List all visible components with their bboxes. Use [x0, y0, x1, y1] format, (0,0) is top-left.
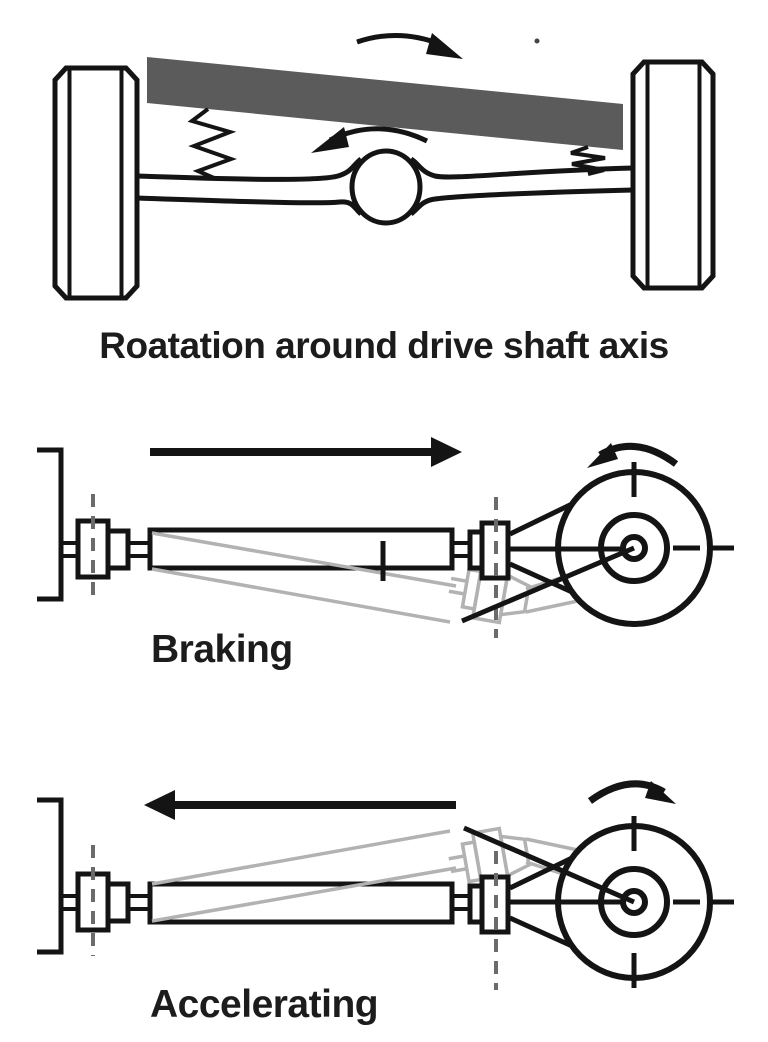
wheel-inner-ring — [598, 866, 670, 938]
differential — [349, 148, 423, 226]
axle-cone — [508, 855, 626, 949]
front-stub-shaft — [61, 894, 78, 911]
figure-braking — [37, 437, 734, 638]
rearward-thrust-arrow-icon — [144, 790, 456, 820]
u-joint-rear — [452, 874, 511, 935]
caption-braking: Braking — [151, 628, 293, 671]
axle-housing — [136, 156, 634, 216]
counterclockwise-wheel-rotation-arrow-icon — [587, 442, 679, 468]
transmission-bracket — [37, 447, 64, 602]
ink-dot-artifact — [534, 38, 540, 44]
transmission-bracket — [37, 797, 64, 955]
counterclockwise-rotation-arrow-icon — [311, 126, 429, 153]
wheel-hub — [620, 888, 648, 916]
forward-thrust-arrow-icon — [150, 437, 462, 467]
torque-reaction-line — [461, 545, 635, 624]
ghost-drive-shaft — [151, 829, 457, 923]
spring-right — [570, 145, 606, 176]
caption-accelerating: Accelerating — [150, 983, 379, 1026]
wheel-hub — [620, 534, 648, 562]
left-wheel — [52, 65, 140, 301]
clockwise-rotation-arrow-icon — [356, 33, 463, 59]
figure-accelerating — [37, 780, 734, 990]
torque-reaction-line — [463, 825, 635, 905]
wheel-crosshair — [631, 462, 734, 551]
drive-shaft — [147, 527, 455, 571]
spring-left — [187, 107, 237, 180]
vehicle-body-bar — [147, 57, 623, 150]
u-joint-front — [75, 518, 150, 580]
clockwise-wheel-rotation-arrow-icon — [587, 780, 676, 804]
axle-cone — [508, 501, 626, 595]
right-wheel — [630, 59, 716, 291]
caption-rotation: Roatation around drive shaft axis — [99, 325, 669, 366]
front-stub-shaft — [61, 541, 78, 558]
ghost-drive-shaft — [151, 531, 457, 624]
u-joint-front — [75, 871, 150, 933]
u-joint-rear — [452, 520, 511, 581]
wheel-crosshair — [631, 816, 734, 988]
wheel-inner-ring — [598, 512, 670, 584]
figure-axle-rotation — [52, 33, 716, 301]
drive-shaft — [147, 881, 455, 925]
